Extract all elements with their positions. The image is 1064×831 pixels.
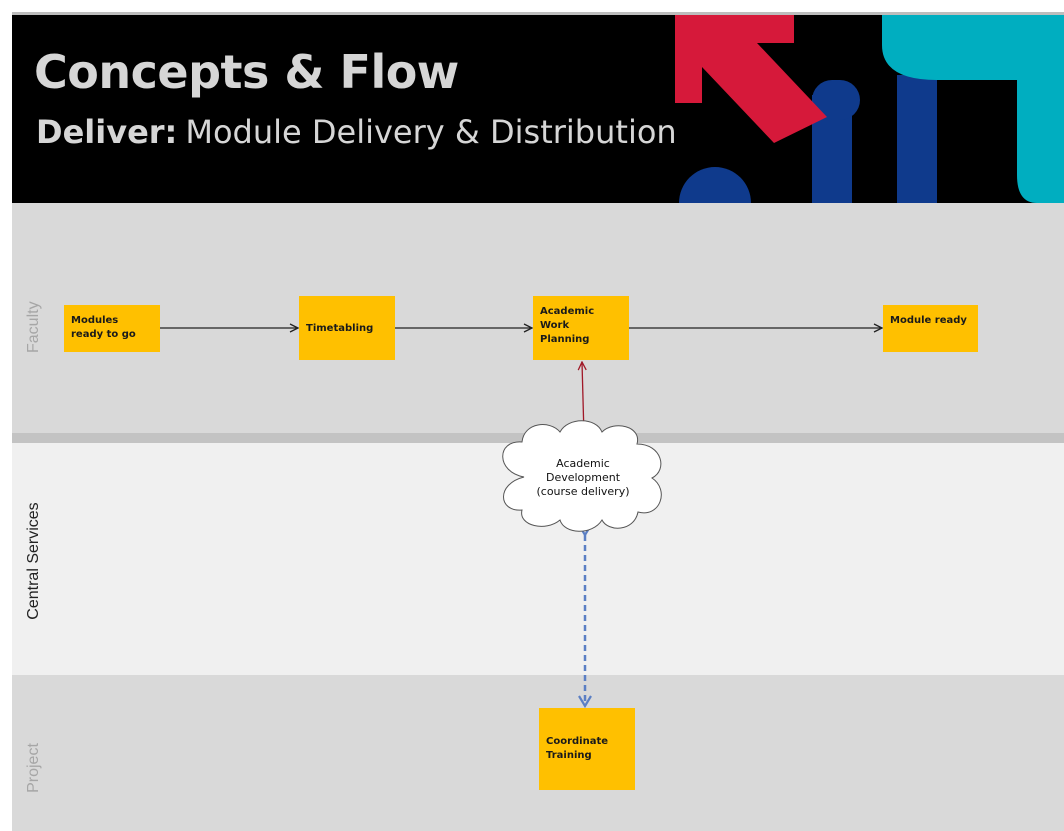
slide-subtitle: Deliver:Module Delivery & Distribution xyxy=(36,113,677,151)
cloud-shape xyxy=(502,420,662,532)
node-modules-ready-to-go: Modules ready to go xyxy=(64,305,160,352)
slide-title: Concepts & Flow xyxy=(34,45,459,99)
node-timetabling: Timetabling xyxy=(299,296,395,360)
node-module-ready: Module ready xyxy=(883,305,978,352)
node-coordinate-training: Coordinate Training xyxy=(539,708,635,790)
blue-bar-cap xyxy=(812,80,860,120)
subtitle-phase: Deliver: xyxy=(36,113,178,151)
cloud-academic-development: Academic Development (course delivery) xyxy=(536,457,630,498)
blue-dot-left xyxy=(679,167,751,203)
subtitle-topic: Module Delivery & Distribution xyxy=(185,113,677,151)
node-academic-work-planning: Academic Work Planning xyxy=(533,296,629,360)
header-graphic xyxy=(675,15,1064,203)
slide: Concepts & Flow Deliver:Module Delivery … xyxy=(12,12,1064,831)
lane-project xyxy=(12,675,1064,831)
connectors xyxy=(160,12,1064,709)
blue-bar-right xyxy=(897,75,937,203)
red-arrow xyxy=(675,15,827,143)
header-banner: Concepts & Flow Deliver:Module Delivery … xyxy=(12,15,1064,203)
teal-shape xyxy=(882,15,1064,203)
